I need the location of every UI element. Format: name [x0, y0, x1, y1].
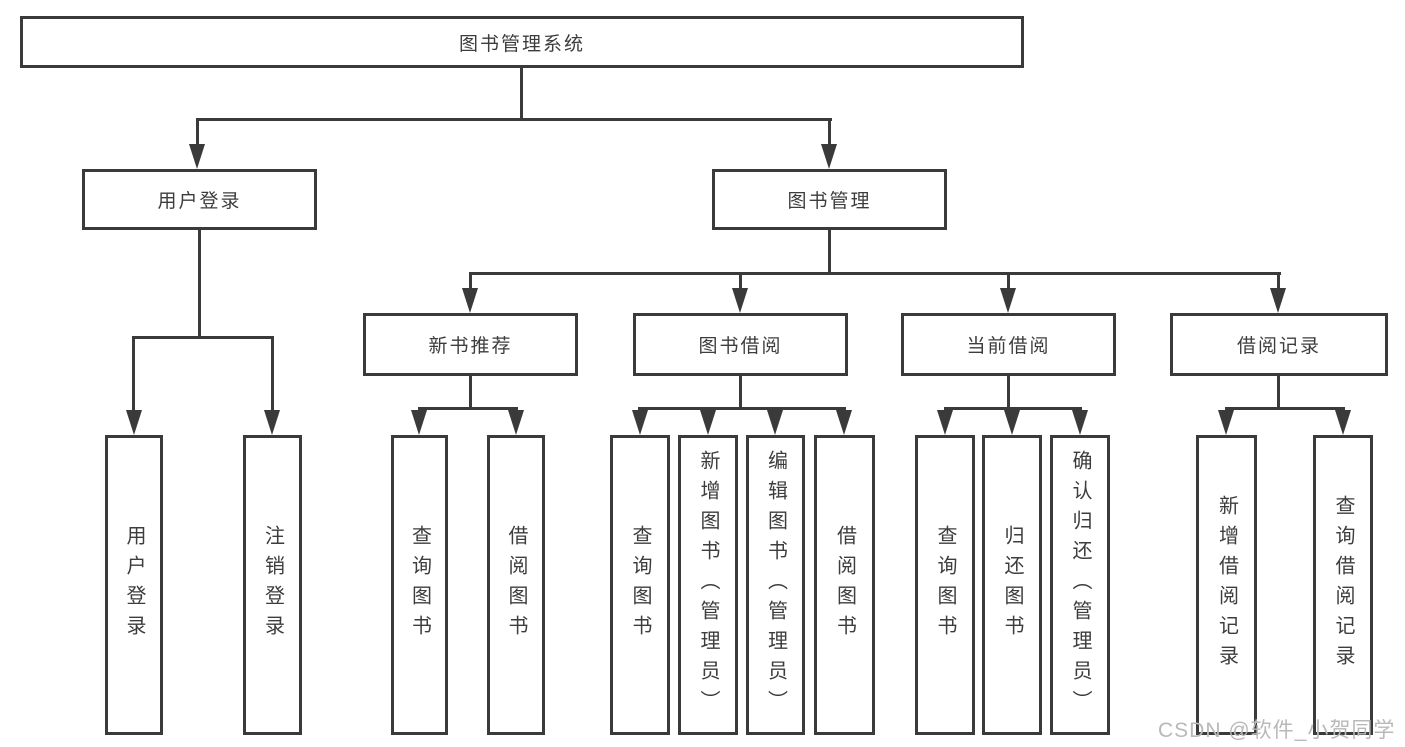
node-book-borrowing-label: 图书借阅 [698, 336, 783, 357]
connector-line [520, 68, 523, 118]
connector-line [469, 376, 472, 409]
connector-arrowhead-icon [1004, 410, 1020, 435]
connector-line [469, 272, 472, 290]
connector-line [1225, 407, 1345, 410]
connector-line [828, 230, 831, 274]
connector-line [132, 336, 274, 339]
node-borrow-records-label: 借阅记录 [1236, 336, 1321, 357]
node-borrow-records: 借阅记录 [1170, 313, 1388, 376]
connector-line [944, 407, 1082, 410]
connector-arrowhead-icon [411, 410, 427, 435]
leaf-logout-login: 注销登录 [243, 435, 302, 735]
connector-line [828, 118, 831, 146]
connector-line [196, 118, 199, 146]
leaf-borrow-books-1: 借阅图书 [487, 435, 545, 735]
connector-line [271, 336, 274, 412]
connector-arrowhead-icon [189, 144, 205, 169]
node-root-label: 图书管理系统 [458, 33, 585, 55]
leaf-borrow-books-1-label: 借阅图书 [505, 525, 527, 645]
connector-arrowhead-icon [126, 410, 142, 435]
leaf-add-books-admin: 新增图书（管理员） [678, 435, 738, 735]
leaf-query-borrow-record: 查询借阅记录 [1313, 435, 1373, 735]
leaf-confirm-return-admin-label: 确认归还（管理员） [1069, 450, 1091, 720]
leaf-query-books-1: 查询图书 [391, 435, 448, 735]
leaf-borrow-books-2-label: 借阅图书 [833, 525, 856, 645]
node-user-login-label: 用户登录 [157, 191, 242, 212]
leaf-return-books: 归还图书 [982, 435, 1042, 735]
connector-line [198, 230, 201, 336]
leaf-confirm-return-admin: 确认归还（管理员） [1050, 435, 1110, 735]
leaf-borrow-books-2: 借阅图书 [814, 435, 875, 735]
connector-line [132, 336, 135, 412]
leaf-edit-books-admin: 编辑图书（管理员） [746, 435, 805, 735]
connector-arrowhead-icon [767, 410, 783, 435]
node-book-management: 图书管理 [712, 169, 947, 230]
node-new-book-recommend-label: 新书推荐 [428, 336, 513, 357]
connector-arrowhead-icon [462, 288, 478, 313]
connector-line [196, 118, 832, 121]
node-current-borrowing-label: 当前借阅 [966, 336, 1051, 357]
connector-line [1007, 272, 1010, 290]
leaf-query-books-2: 查询图书 [610, 435, 670, 735]
connector-arrowhead-icon [1218, 410, 1234, 435]
connector-arrowhead-icon [1335, 410, 1351, 435]
leaf-query-books-1-label: 查询图书 [408, 525, 431, 645]
connector-line [418, 407, 518, 410]
connector-line [1277, 272, 1280, 290]
leaf-query-books-3: 查询图书 [915, 435, 975, 735]
connector-arrowhead-icon [821, 144, 837, 169]
leaf-add-borrow-record: 新增借阅记录 [1196, 435, 1257, 735]
connector-arrowhead-icon [700, 410, 716, 435]
leaf-user-login: 用户登录 [105, 435, 163, 735]
connector-line [739, 376, 742, 409]
node-new-book-recommend: 新书推荐 [363, 313, 578, 376]
csdn-watermark: CSDN @软件_小贺同学 [1158, 719, 1396, 742]
node-current-borrowing: 当前借阅 [901, 313, 1116, 376]
node-book-management-label: 图书管理 [787, 191, 872, 212]
node-user-login: 用户登录 [82, 169, 317, 230]
connector-arrowhead-icon [508, 410, 524, 435]
connector-line [469, 272, 1281, 275]
leaf-user-login-label: 用户登录 [123, 525, 145, 645]
leaf-add-borrow-record-label: 新增借阅记录 [1215, 495, 1238, 675]
connector-line [1007, 376, 1010, 409]
connector-arrowhead-icon [264, 410, 280, 435]
connector-line [739, 272, 742, 290]
leaf-add-books-admin-label: 新增图书（管理员） [697, 450, 719, 720]
connector-line [1277, 376, 1280, 409]
connector-arrowhead-icon [732, 288, 748, 313]
leaf-query-books-3-label: 查询图书 [934, 525, 956, 645]
connector-arrowhead-icon [937, 410, 953, 435]
leaf-edit-books-admin-label: 编辑图书（管理员） [764, 450, 787, 720]
connector-arrowhead-icon [836, 410, 852, 435]
connector-arrowhead-icon [632, 410, 648, 435]
leaf-query-books-2-label: 查询图书 [629, 525, 651, 645]
leaf-return-books-label: 归还图书 [1001, 525, 1023, 645]
connector-arrowhead-icon [1072, 410, 1088, 435]
node-book-borrowing: 图书借阅 [633, 313, 848, 376]
node-root: 图书管理系统 [20, 16, 1024, 68]
leaf-logout-login-label: 注销登录 [261, 525, 284, 645]
connector-arrowhead-icon [1000, 288, 1016, 313]
leaf-query-borrow-record-label: 查询借阅记录 [1332, 495, 1354, 675]
connector-arrowhead-icon [1270, 288, 1286, 313]
connector-line [638, 407, 846, 410]
